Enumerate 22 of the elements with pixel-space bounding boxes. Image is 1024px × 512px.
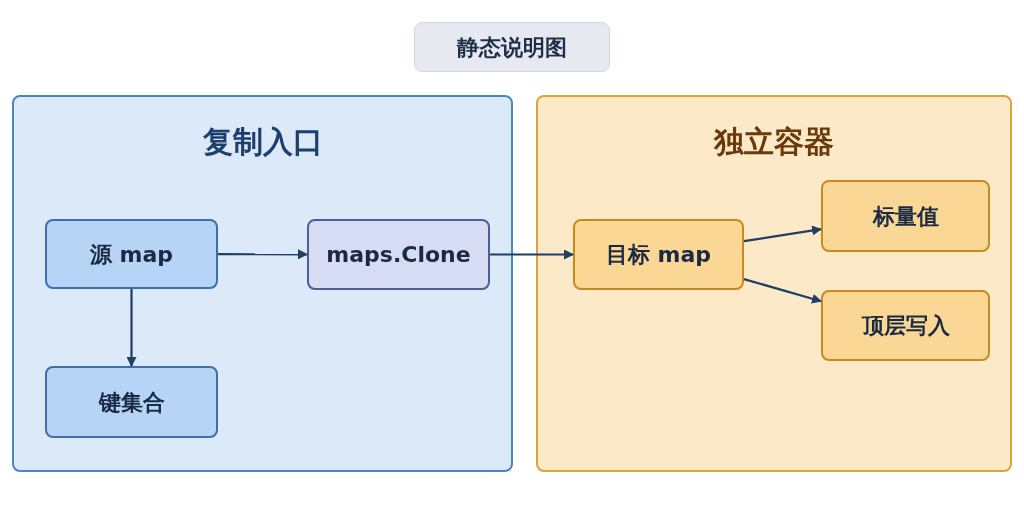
group-panel (536, 95, 1012, 472)
process-box (45, 219, 218, 289)
box-label: 源 map (89, 240, 174, 269)
box-label: 目标 map (605, 241, 712, 269)
process-box (307, 219, 490, 290)
box-label: 顶层写入 (861, 312, 950, 340)
arrow (743, 278, 822, 304)
box-label: 标量值 (872, 202, 939, 231)
group-panel (12, 95, 513, 472)
box-label: maps.Clone (326, 241, 471, 269)
panel-heading: 复制入口 (202, 123, 323, 161)
panel-heading: 独立容器 (714, 123, 834, 161)
arrow (218, 249, 308, 260)
process-box (821, 180, 990, 252)
box-label: 键集合 (98, 388, 165, 417)
process-box (821, 290, 990, 361)
arrow (126, 289, 137, 367)
arrow (490, 249, 574, 260)
arrow (743, 225, 822, 243)
process-box (45, 366, 218, 438)
title-badge: 静态说明图 (414, 22, 610, 72)
process-box (573, 219, 744, 290)
